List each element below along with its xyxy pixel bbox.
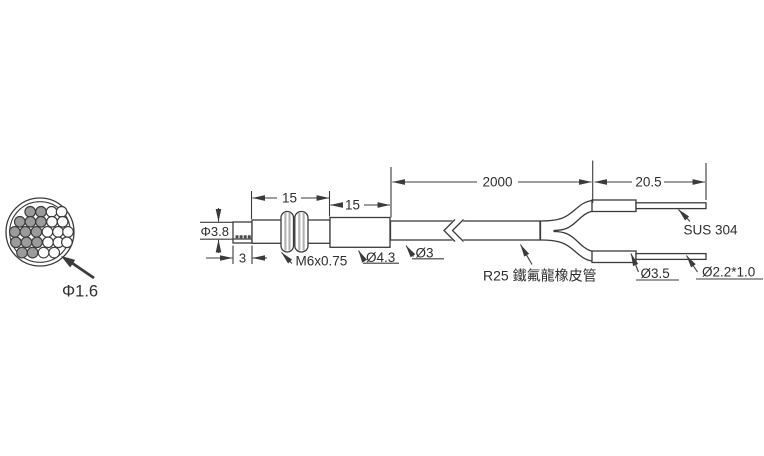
drawing-root: Φ1.6: [5, 160, 763, 301]
fiber-core: [8, 226, 21, 238]
fiber-cores: [8, 205, 74, 259]
thread-stripe: [284, 213, 287, 251]
label-branch-tube-diameter: Ø2.2*1.0: [702, 265, 755, 280]
probe-body: [232, 210, 391, 253]
fiber-core: [45, 205, 58, 218]
fiber-core: [56, 215, 69, 228]
callouts: M6x0.75 Ø4.3 Ø3 R25 鐵氟龍橡皮管 SUS 304 Ø3.5 …: [281, 209, 763, 284]
fiber-core: [61, 236, 73, 249]
thread-barrels: [280, 210, 309, 253]
label-cable-note: R25 鐵氟龍橡皮管: [483, 268, 597, 284]
y-split-branches: [540, 199, 707, 264]
leader-line: [281, 252, 293, 264]
fiber-core: [46, 215, 58, 228]
fiber-core: [20, 236, 33, 249]
fiber-core: [10, 236, 22, 249]
tip-dot: [243, 235, 247, 239]
label-fiber-bundle-diameter: Φ1.6: [62, 283, 98, 301]
tip-dot: [247, 235, 251, 239]
label-branch-end-length: 20.5: [635, 175, 661, 190]
body-sleeve: [329, 216, 391, 248]
leader-line: [358, 250, 368, 263]
fiber-core: [19, 226, 32, 238]
cable-break-chevron: [451, 219, 464, 242]
fiber-core: [41, 226, 54, 238]
fiber-core: [16, 246, 28, 259]
cable-run: [389, 220, 541, 241]
label-thread-section-length: 15: [282, 191, 297, 206]
fiber-core: [35, 215, 47, 228]
leader-line: [520, 244, 533, 265]
label-body-diameter: Ø4.3: [366, 250, 395, 265]
thread-stripe: [302, 213, 305, 251]
cable: [389, 218, 542, 243]
fiber-core: [30, 226, 43, 238]
label-cable-length: 2000: [482, 175, 512, 190]
label-thread-spec: M6x0.75: [296, 254, 348, 269]
label-tip-diameter: Φ3.8: [201, 224, 229, 239]
fiber-core: [62, 226, 74, 238]
label-tip-length: 3: [239, 251, 246, 266]
label-branch-sleeve-diameter: Ø3.5: [641, 266, 670, 281]
fiber-core: [26, 246, 39, 259]
leader-line: [630, 253, 640, 273]
pointer-arrow-line: [71, 261, 95, 280]
fiber-core: [42, 236, 54, 249]
thread-barrel: [294, 210, 309, 253]
cable-break-chevron: [443, 219, 456, 242]
thread-stripe: [298, 213, 301, 251]
fiber-core: [24, 205, 37, 218]
upper-branch-inner: [553, 210, 593, 232]
label-material-note: SUS 304: [684, 223, 739, 238]
dimensions: 15 15 2000 20.5 Φ3.8: [200, 160, 707, 266]
leader-line: [678, 209, 691, 222]
fiber-core: [37, 246, 50, 259]
tip-dot: [239, 235, 243, 239]
tip-dot: [235, 235, 239, 239]
leader-line: [686, 255, 698, 273]
fiber-core: [31, 236, 43, 249]
fiber-core: [13, 215, 26, 228]
label-body-section-length: 15: [345, 198, 360, 213]
sensor-tip: [232, 221, 253, 244]
thread-barrel: [280, 210, 295, 253]
lower-branch-outer: [540, 239, 593, 262]
fiber-core: [55, 205, 68, 218]
fiber-core: [48, 246, 61, 259]
label-cable-diameter: Ø3: [416, 246, 434, 261]
lower-branch-inner: [553, 230, 593, 252]
lower-branch-tube: [635, 252, 707, 261]
thread-stripe: [288, 213, 291, 251]
upper-branch-outer: [540, 199, 593, 222]
fiber-bundle-cross-section: Φ1.6: [5, 197, 98, 301]
upper-branch-tube: [635, 202, 707, 210]
pointer-arrow-head: [61, 256, 76, 268]
lower-branch-sleeve: [591, 250, 637, 264]
fiber-core: [24, 215, 37, 228]
fiber-core: [35, 205, 47, 218]
fiber-core: [52, 226, 64, 238]
leader-line: [405, 245, 416, 258]
tip-fiber-dots: [235, 235, 251, 239]
upper-branch-sleeve: [591, 199, 637, 213]
